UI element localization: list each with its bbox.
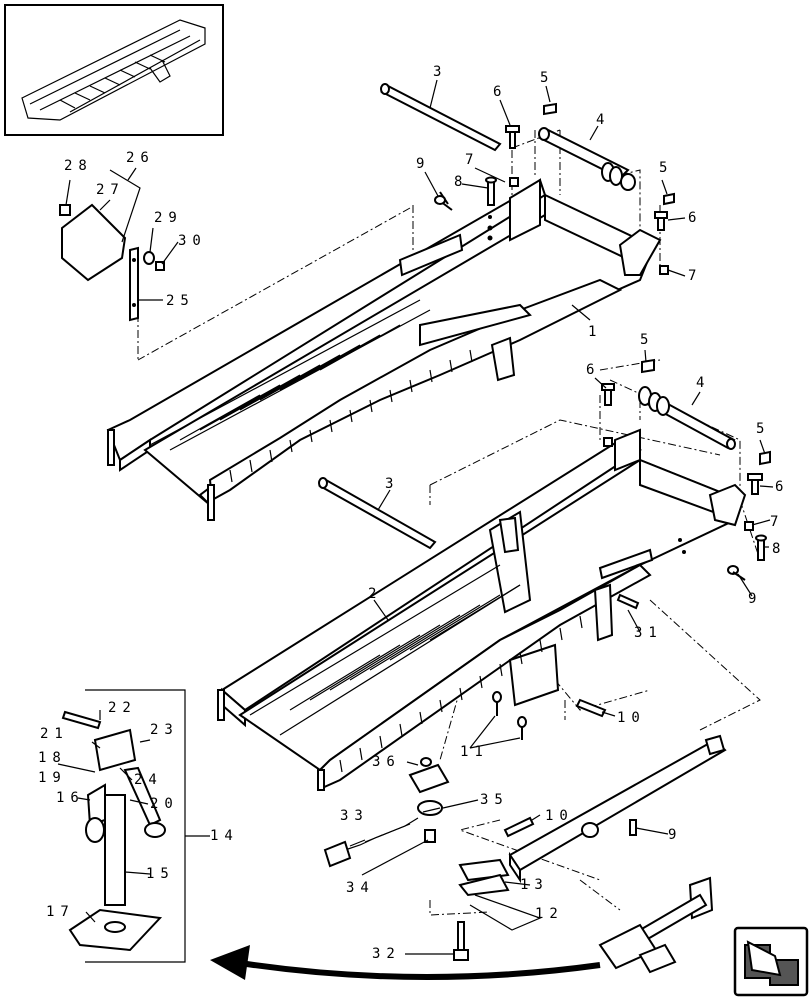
stand-jack-small xyxy=(598,876,714,974)
callout-4: 4 xyxy=(596,112,610,128)
callout-29: 29 xyxy=(154,210,183,226)
part-3-rod-lower xyxy=(318,477,437,550)
callout-labels: 3 5 6 4 28 26 27 9 7 8 5 6 7 29 30 25 1 … xyxy=(38,64,789,962)
callout-20: 20 xyxy=(150,796,179,812)
callout-24: 24 xyxy=(134,772,163,788)
part-4-axle-lower xyxy=(638,386,736,450)
guard-plate-assembly xyxy=(59,169,165,322)
callout-35: 35 xyxy=(480,792,509,808)
callout-14: 14 xyxy=(210,828,239,844)
callout-36: 36 xyxy=(372,754,401,770)
callout-28: 28 xyxy=(64,158,93,174)
callout-leaders xyxy=(57,79,774,955)
callout-7: 7 xyxy=(688,268,702,284)
callout-22: 22 xyxy=(108,700,137,716)
callout-5: 5 xyxy=(640,332,654,348)
hardware-bolts-lower xyxy=(492,358,771,740)
next-page-arrow-button[interactable] xyxy=(733,926,809,997)
callout-32: 32 xyxy=(372,946,401,962)
callout-5: 5 xyxy=(540,70,554,86)
part-1-upper-frame xyxy=(106,178,662,521)
callout-10: 10 xyxy=(617,710,646,726)
callout-8: 8 xyxy=(772,541,786,557)
callout-26: 26 xyxy=(126,150,155,166)
part-32-bolt xyxy=(453,921,469,961)
part-4-axle-upper xyxy=(538,127,636,191)
callout-3: 3 xyxy=(433,64,447,80)
callout-21: 21 xyxy=(40,726,69,742)
callout-19: 19 xyxy=(38,770,67,786)
callout-15: 15 xyxy=(146,866,175,882)
overview-thumbnail xyxy=(4,4,224,136)
callout-7: 7 xyxy=(770,514,784,530)
callout-7: 7 xyxy=(465,152,479,168)
part-2-lower-frame xyxy=(217,428,747,791)
callout-1: 1 xyxy=(588,324,602,340)
direction-arrow xyxy=(210,945,601,980)
callout-6: 6 xyxy=(493,84,507,100)
callout-25: 25 xyxy=(166,293,195,309)
callout-5: 5 xyxy=(659,160,673,176)
callout-8: 8 xyxy=(454,174,468,190)
part-3-rod-upper xyxy=(380,83,502,152)
callout-9: 9 xyxy=(748,591,762,607)
callout-16: 16 xyxy=(56,790,85,806)
callout-13: 13 xyxy=(520,877,549,893)
callout-6: 6 xyxy=(586,362,600,378)
callout-9: 9 xyxy=(416,156,430,172)
callout-34: 34 xyxy=(346,880,375,896)
callout-17: 17 xyxy=(46,904,75,920)
tongue-assembly xyxy=(458,734,727,931)
callout-30: 30 xyxy=(178,233,207,249)
callout-5: 5 xyxy=(756,421,770,437)
hardware-bolts-upper xyxy=(434,102,675,275)
callout-18: 18 xyxy=(38,750,67,766)
callout-23: 23 xyxy=(150,722,179,738)
callout-9: 9 xyxy=(668,827,682,843)
callout-2: 2 xyxy=(368,586,382,602)
callout-31: 31 xyxy=(634,625,663,641)
callout-6: 6 xyxy=(775,479,789,495)
callout-10: 10 xyxy=(545,808,574,824)
callout-33: 33 xyxy=(340,808,369,824)
callout-3: 3 xyxy=(385,476,399,492)
callout-11: 11 xyxy=(460,744,489,760)
callout-12: 12 xyxy=(535,906,564,922)
callout-4: 4 xyxy=(696,375,710,391)
callout-27: 27 xyxy=(96,182,125,198)
pins-10 xyxy=(503,816,535,838)
callout-6: 6 xyxy=(688,210,702,226)
assembly-lines xyxy=(137,129,761,916)
